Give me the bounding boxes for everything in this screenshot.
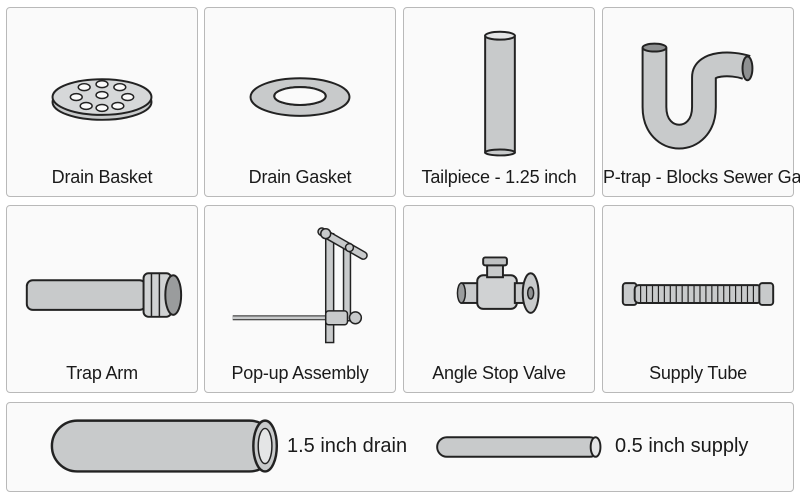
drain-basket-icon: [51, 78, 153, 121]
drain-gasket-icon: [249, 77, 351, 117]
part-card-p-trap: P-trap - Blocks Sewer Gas: [602, 7, 800, 197]
trap-arm-icon: [25, 272, 183, 318]
part-label: P-trap - Blocks Sewer Gas: [603, 167, 800, 187]
part-card-drain-basket: Drain Basket: [6, 7, 198, 197]
part-label: Angle Stop Valve: [432, 363, 566, 383]
part-card-tailpiece: Tailpiece - 1.25 inch: [403, 7, 595, 197]
part-label: Tailpiece - 1.25 inch: [421, 167, 577, 187]
part-card-trap-arm: Trap Arm: [6, 205, 198, 393]
part-card-pop-up-assembly: Pop-up Assembly: [204, 205, 396, 393]
supply-pipe-icon: [436, 436, 602, 458]
part-card-angle-stop-valve: Angle Stop Valve: [403, 205, 595, 393]
part-label: Drain Gasket: [248, 167, 352, 187]
drain-pipe-icon: [50, 419, 279, 473]
p-trap-icon: [641, 42, 754, 150]
part-card-drain-gasket: Drain Gasket: [204, 7, 396, 197]
drain-size-label: 1.5 inch drain: [287, 435, 408, 457]
pipe-size-legend-art: [50, 419, 602, 473]
supply-size-label: 0.5 inch supply: [615, 435, 749, 457]
part-label: Supply Tube: [649, 363, 747, 383]
supply-tube-icon: [621, 282, 775, 306]
part-label: Pop-up Assembly: [231, 363, 369, 383]
tailpiece-icon: [484, 30, 516, 157]
part-label: Trap Arm: [66, 363, 138, 383]
part-label: Drain Basket: [51, 167, 153, 187]
pop-up-assembly-icon: [232, 227, 368, 344]
part-card-supply-tube: Supply Tube: [602, 205, 794, 393]
angle-stop-valve-icon: [456, 256, 540, 314]
pipe-size-legend: 1.5 inch drain 0.5 inch supply: [6, 402, 794, 492]
